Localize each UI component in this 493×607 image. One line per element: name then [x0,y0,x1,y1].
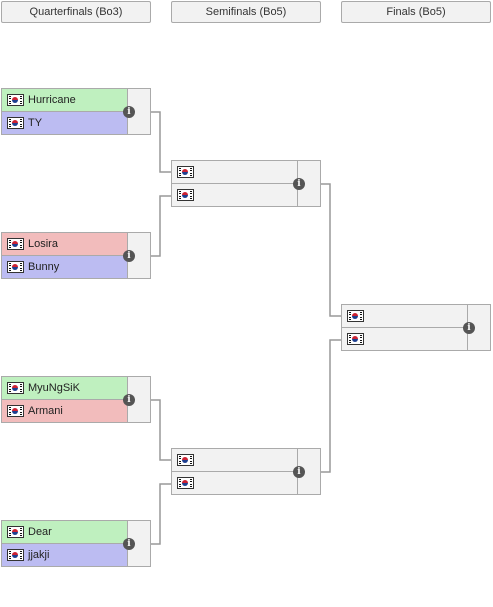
match-slot-top[interactable] [171,160,298,183]
player-name: TY [28,117,43,129]
connector-sf1-final [321,183,341,317]
info-icon[interactable]: i [463,322,475,334]
match-slot-bottom[interactable] [171,471,298,495]
player-name: jjakji [28,549,50,561]
score-column [128,520,151,567]
player-name: Losira [28,238,58,250]
info-icon[interactable]: i [123,538,135,550]
korea-flag-icon [7,261,24,273]
round-header-finals: Finals (Bo5) [341,1,491,23]
korea-flag-icon [7,117,24,129]
semifinal-match-2: i [171,448,321,496]
quarterfinal-match-1: Hurricane TY i [1,88,151,136]
korea-flag-icon [7,382,24,394]
korea-flag-icon [7,238,24,250]
connector-qf4-sf2 [151,483,171,545]
match-slot-bottom[interactable]: jjakji [1,543,128,567]
quarterfinal-match-4: Dear jjakji i [1,520,151,568]
match-slot-top[interactable] [341,304,468,327]
info-icon[interactable]: i [293,178,305,190]
player-name: Armani [28,405,63,417]
korea-flag-icon [177,189,194,201]
match-slot-bottom[interactable] [341,327,468,351]
quarterfinal-match-2: Losira Bunny i [1,232,151,280]
korea-flag-icon [347,333,364,345]
round-header-semifinals: Semifinals (Bo5) [171,1,321,23]
korea-flag-icon [7,405,24,417]
player-name: Bunny [28,261,60,273]
connector-qf3-sf2 [151,399,171,461]
info-icon[interactable]: i [123,250,135,262]
quarterfinal-match-3: MyuNgSiK Armani i [1,376,151,424]
info-icon[interactable]: i [293,466,305,478]
korea-flag-icon [177,477,194,489]
info-icon[interactable]: i [123,394,135,406]
match-slot-bottom[interactable]: Armani [1,399,128,423]
score-column [298,448,321,495]
korea-flag-icon [347,310,364,322]
score-column [468,304,491,351]
player-name: Hurricane [28,94,76,106]
korea-flag-icon [7,94,24,106]
semifinal-match-1: i [171,160,321,208]
match-slot-bottom[interactable]: Bunny [1,255,128,279]
player-name: MyuNgSiK [28,382,80,394]
finals-match: i [341,304,491,352]
match-slot-bottom[interactable]: TY [1,111,128,135]
korea-flag-icon [7,526,24,538]
connector-sf2-final [321,339,341,473]
match-slot-top[interactable]: Dear [1,520,128,543]
score-column [128,88,151,135]
match-slot-top[interactable]: Losira [1,232,128,255]
match-slot-top[interactable]: Hurricane [1,88,128,111]
score-column [128,232,151,279]
player-name: Dear [28,526,52,538]
connector-qf2-sf1 [151,195,171,257]
score-column [128,376,151,423]
korea-flag-icon [177,454,194,466]
korea-flag-icon [7,549,24,561]
korea-flag-icon [177,166,194,178]
score-column [298,160,321,207]
round-header-quarterfinals: Quarterfinals (Bo3) [1,1,151,23]
match-slot-bottom[interactable] [171,183,298,207]
info-icon[interactable]: i [123,106,135,118]
match-slot-top[interactable]: MyuNgSiK [1,376,128,399]
match-slot-top[interactable] [171,448,298,471]
connector-qf1-sf1 [151,111,171,173]
